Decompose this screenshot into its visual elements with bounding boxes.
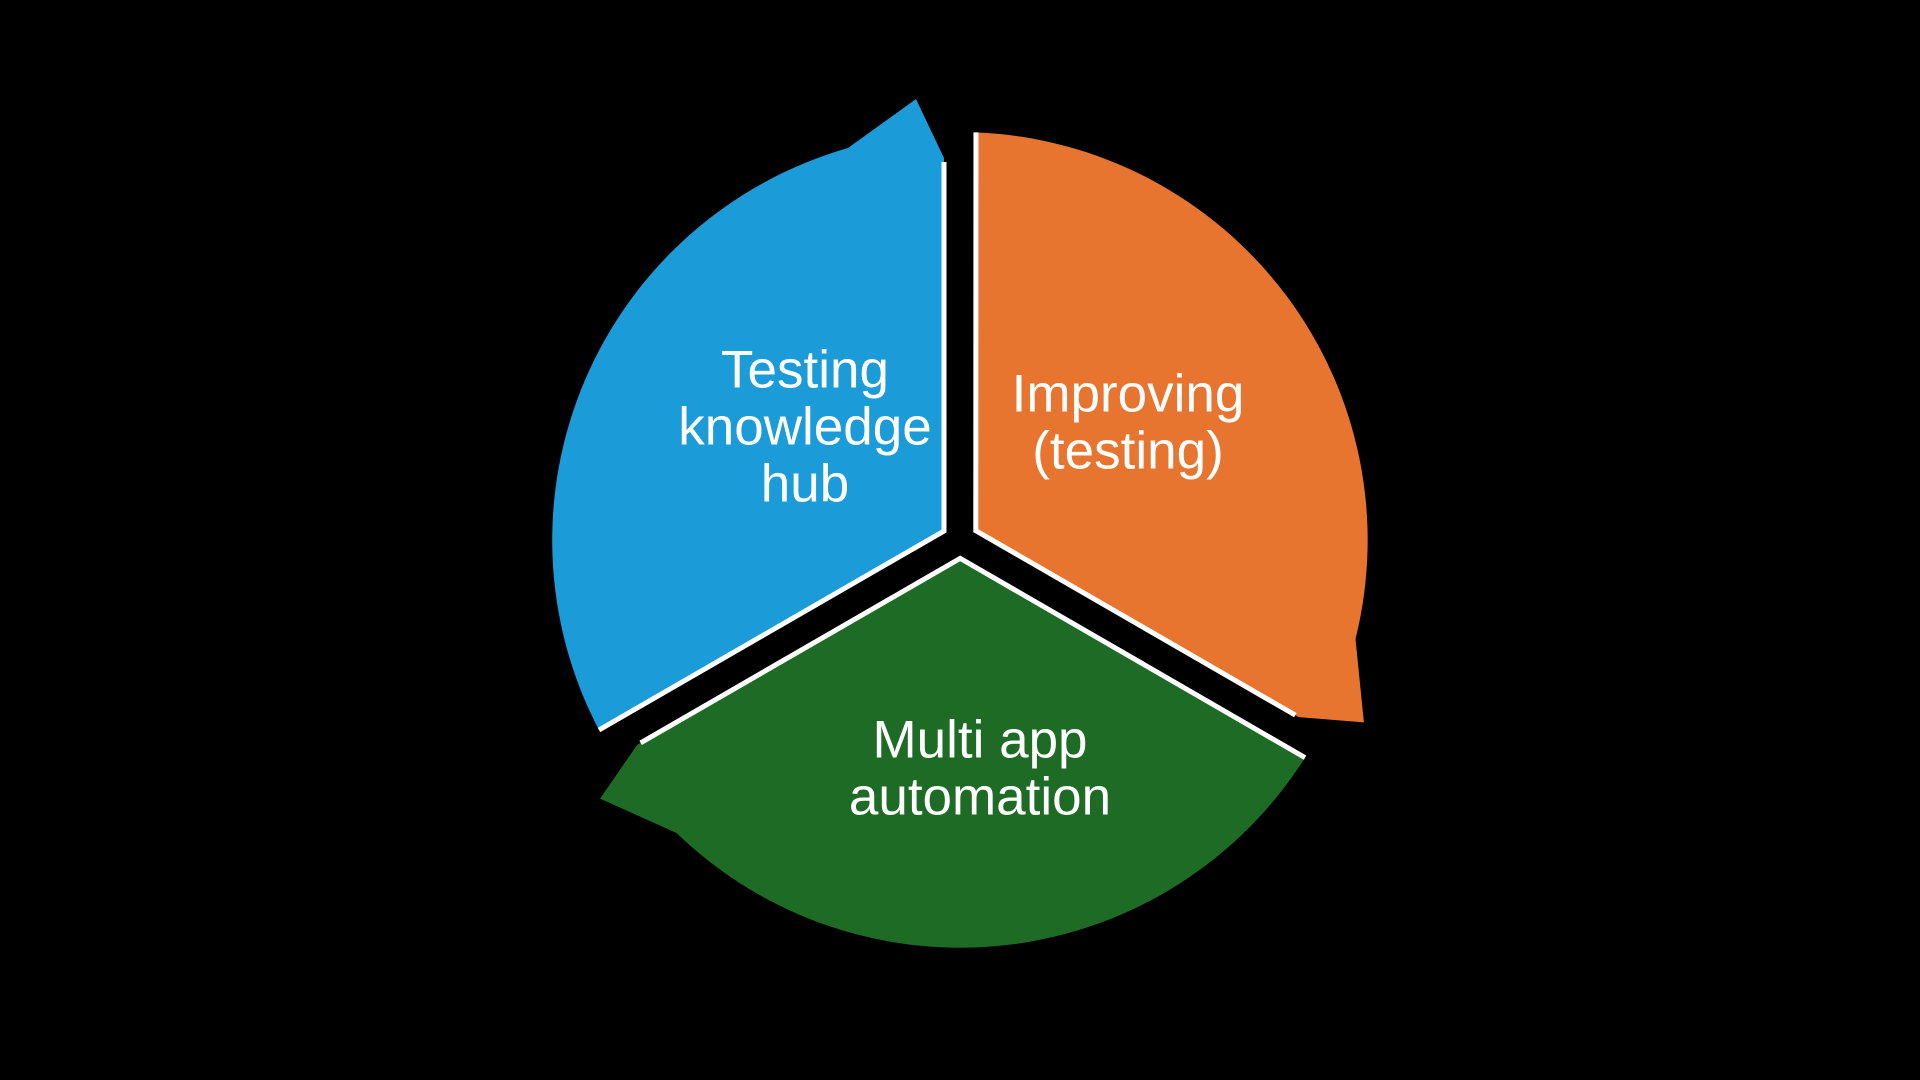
label-line: knowledge	[678, 398, 931, 457]
label-line: Improving	[1012, 365, 1245, 424]
label-improving-testing: Improving (testing)	[1012, 365, 1245, 481]
label-testing-knowledge-hub: Testing knowledge hub	[678, 341, 931, 514]
label-line: Multi app	[872, 711, 1087, 770]
label-line: (testing)	[1032, 422, 1223, 481]
label-line: hub	[761, 455, 849, 514]
label-line: automation	[849, 768, 1111, 827]
label-multi-app-automation: Multi app automation	[849, 711, 1111, 827]
label-line: Testing	[721, 341, 889, 400]
